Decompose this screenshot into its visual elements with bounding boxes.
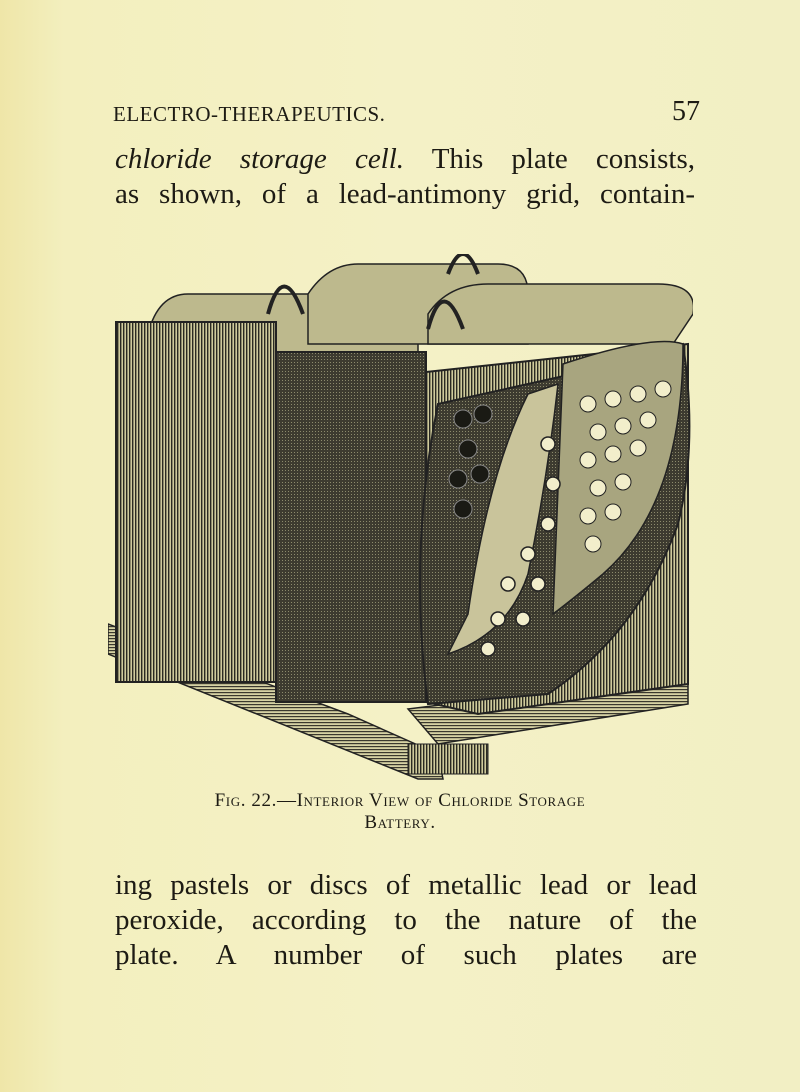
battery-illustration-icon bbox=[107, 252, 695, 780]
text-line: as shown, of a lead-antimony grid, conta… bbox=[115, 178, 695, 210]
text-line: peroxide, according to the nature of the bbox=[115, 904, 697, 936]
battery-illustration bbox=[107, 252, 695, 784]
text-line: plate. A number of such plates are bbox=[115, 939, 697, 971]
paragraph-bottom: ing pastels or discs of metallic lead or… bbox=[115, 868, 697, 973]
italic-term: chloride storage cell. bbox=[115, 143, 405, 175]
figure-caption: Fig. 22.—Interior View of Chloride Stora… bbox=[100, 790, 700, 834]
text-span: This plate consists, bbox=[404, 143, 695, 175]
page-number: 57 bbox=[672, 96, 700, 127]
caption-line: Fig. 22.—Interior View of Chloride Stora… bbox=[214, 790, 586, 811]
text-line: ing pastels or discs of metallic lead or… bbox=[115, 869, 697, 901]
text-line: chloride storage cell. This plate consis… bbox=[115, 142, 695, 177]
page-header: ELECTRO-THERAPEUTICS. 57 bbox=[108, 96, 708, 130]
running-head: ELECTRO-THERAPEUTICS. bbox=[113, 102, 386, 126]
caption-line: Battery. bbox=[364, 812, 436, 833]
paragraph-top: chloride storage cell. This plate consis… bbox=[115, 142, 695, 212]
